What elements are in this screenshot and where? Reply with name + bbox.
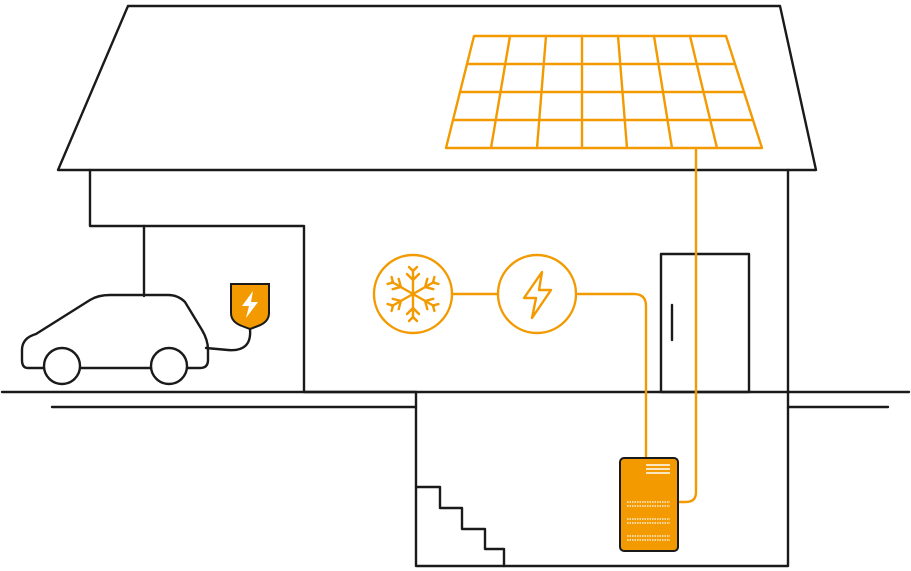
charging-cable [204,327,252,352]
energy-wiring [450,146,698,504]
door [659,252,751,394]
house-roof [56,4,818,172]
house-walls [88,168,790,394]
ev-charger-icon [230,283,270,331]
basement-stairs [414,485,506,568]
basement [414,390,790,568]
ground [0,390,911,409]
solar-panel-icon [444,34,764,150]
lightning-bolt-icon [496,253,578,335]
snowflake-icon [372,253,454,335]
electric-car-icon [20,293,210,386]
home-battery-icon [619,457,679,552]
